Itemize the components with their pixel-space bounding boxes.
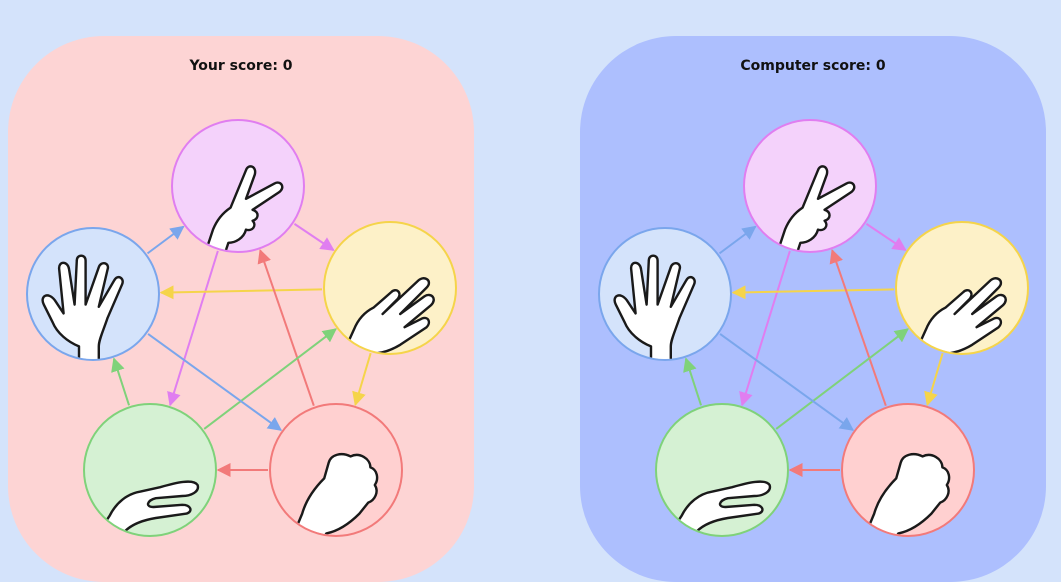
player-score-label: Your score: — [189, 58, 278, 74]
arrow-paper-beats-rock — [924, 352, 944, 407]
player-panel: Your score: 0 — [8, 36, 474, 582]
computer-choice-paper-button — [895, 221, 1029, 355]
arrow-spock-beats-scissors — [146, 225, 185, 255]
arrow-lizard-beats-paper — [203, 328, 337, 430]
computer-choice-lizard-button — [655, 403, 789, 537]
arrow-rock-beats-scissors — [829, 248, 887, 407]
arrow-paper-beats-spock — [159, 285, 323, 300]
scissors-hand-icon — [774, 165, 856, 251]
player-choice-scissors-button[interactable] — [171, 119, 305, 256]
scissors-hand-icon — [202, 165, 284, 251]
arrow-rock-beats-scissors — [257, 248, 315, 407]
computer-choice-spock-button — [598, 227, 732, 361]
player-choice-board — [26, 119, 457, 540]
arrow-lizard-beats-spock — [111, 357, 130, 406]
computer-score: Computer score: 0 — [580, 58, 1046, 74]
computer-score-label: Computer score: — [740, 58, 872, 74]
paper-hand-icon — [913, 277, 1007, 353]
paper-hand-icon — [341, 277, 435, 353]
lizard-hand-icon — [667, 480, 772, 535]
player-choice-lizard-button[interactable] — [83, 403, 217, 540]
computer-choice-rock-button — [841, 403, 975, 537]
computer-panel: Computer score: 0 — [580, 36, 1046, 582]
arrow-paper-beats-spock — [731, 285, 895, 300]
player-choice-rock-button[interactable] — [269, 403, 403, 540]
arrow-spock-beats-rock — [147, 333, 283, 431]
arrow-lizard-beats-spock — [683, 357, 702, 406]
computer-choice-board — [598, 119, 1029, 537]
spock-hand-icon — [41, 254, 124, 359]
arrow-spock-beats-rock — [719, 333, 855, 431]
player-choice-paper-button[interactable] — [323, 221, 457, 358]
arrow-scissors-beats-paper — [293, 223, 335, 251]
rock-hand-icon — [861, 453, 951, 535]
player-score-value: 0 — [282, 58, 293, 74]
computer-choice-scissors-button — [743, 119, 877, 253]
arrow-scissors-beats-lizard — [739, 250, 791, 407]
arrow-paper-beats-rock — [352, 352, 372, 407]
rock-hand-icon — [289, 453, 379, 535]
computer-score-value: 0 — [875, 58, 886, 74]
arrow-scissors-beats-paper — [865, 223, 907, 251]
player-choice-spock-button[interactable] — [26, 227, 160, 364]
lizard-hand-icon — [95, 480, 200, 535]
spock-hand-icon — [613, 254, 696, 359]
arrow-lizard-beats-paper — [775, 328, 909, 430]
player-score: Your score: 0 — [8, 58, 474, 74]
arrow-scissors-beats-lizard — [167, 250, 219, 407]
arrow-spock-beats-scissors — [718, 225, 757, 255]
